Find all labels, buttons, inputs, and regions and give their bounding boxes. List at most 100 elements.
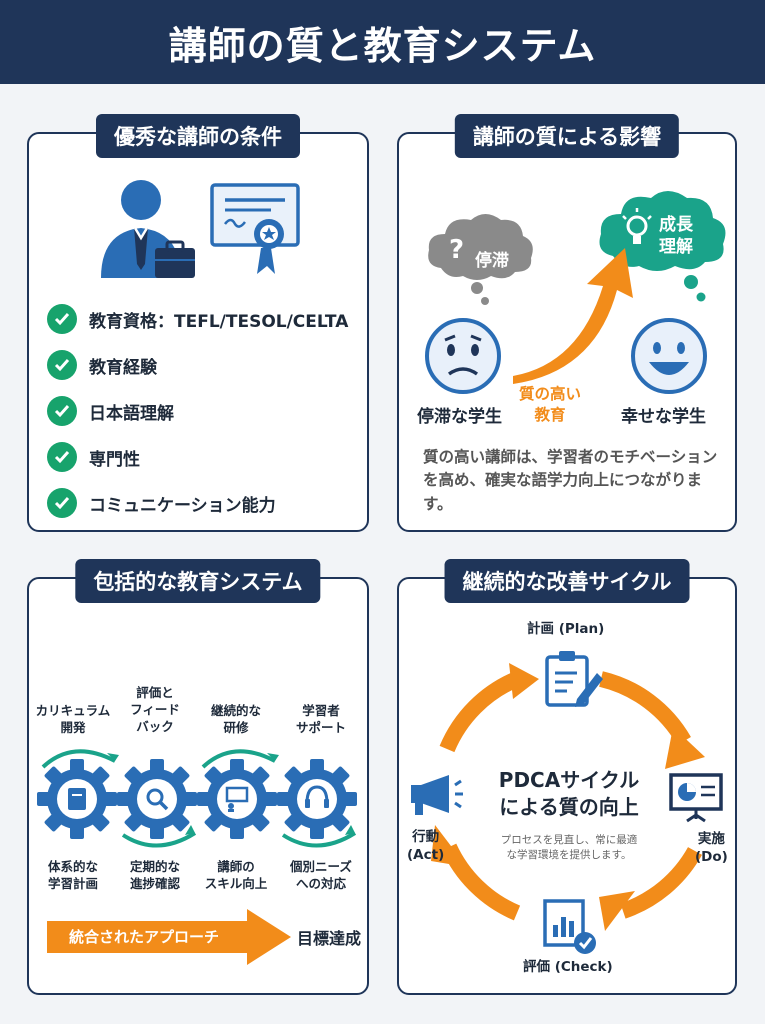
gear-bottom-line: 体系的な: [47, 859, 98, 874]
gear-bottom-label-skill: 講師の スキル向上: [194, 859, 278, 893]
cycle-label-do-line2: (Do): [695, 848, 728, 865]
gear-top-label-curriculum: カリキュラム 開発: [31, 703, 115, 737]
gear-top-label-support: 学習者 サポート: [279, 703, 363, 737]
gear-bottom-line: 個別ニーズ: [290, 859, 352, 874]
gear-bottom-line: 進捗確認: [129, 875, 180, 891]
gear-top-line: カリキュラム: [35, 703, 111, 718]
megaphone-icon: [411, 775, 463, 815]
impact-description: 質の高い講師は、学習者のモチベーションを高め、確実な語学力向上につながります。: [423, 448, 718, 513]
gear-top-line: 開発: [60, 719, 86, 735]
pdca-center-title: PDCAサイクル による質の向上: [469, 767, 669, 821]
cycle-label-act-line1: 行動: [412, 829, 440, 845]
gear-bottom-line: 講師の: [217, 859, 255, 874]
gear-bottom-line: 学習計画: [47, 875, 98, 891]
cycle-label-plan: 計画 (Plan): [527, 621, 605, 637]
list-item: 専門性: [47, 434, 348, 480]
pdca-center-subtitle-line2: な学習環境を提供します。: [506, 849, 632, 862]
certificate-icon: [210, 183, 300, 274]
gears-diagram: [37, 749, 357, 848]
panel-education-system: 包括的な教育システム カリキュラム 開発 評価と フィード バック 継続的な 研…: [27, 559, 369, 995]
report-check-icon: [543, 899, 596, 954]
pdca-center-title-line2: による質の向上: [499, 795, 639, 819]
page-title: 講師の質と教育システム: [168, 23, 597, 68]
gear-bottom-line: スキル向上: [204, 875, 268, 891]
pdca-center-subtitle-line1: プロセスを見直し、常に最適: [500, 834, 638, 846]
teal-thought-cloud-icon: [599, 191, 726, 302]
cycle-label-check: 評価 (Check): [523, 959, 613, 975]
gear-training: [197, 759, 277, 839]
list-item: 教育経験: [47, 342, 348, 388]
cycle-arrow-plan-do: [598, 671, 691, 746]
panel-improvement-cycle: 継続的な改善サイクル: [397, 559, 737, 995]
svg-text:?: ?: [449, 235, 464, 265]
check-icon: [47, 304, 77, 334]
check-icon: [47, 488, 77, 518]
headset-icon: [305, 785, 329, 804]
panel-teacher-conditions: 優秀な講師の条件 教育資格：TEFL/TESOL/CELTA 教育経験 日本語理…: [27, 114, 369, 532]
gear-top-line: 評価と: [136, 685, 174, 700]
panel-title-impact: 講師の質による影響: [454, 114, 680, 158]
bubble-label-growth-line1: 成長: [659, 215, 693, 235]
condition-label: 専門性: [89, 449, 140, 470]
gear-bottom-line: 定期的な: [129, 859, 180, 874]
panel-title-system: 包括的な教育システム: [75, 559, 321, 603]
gray-thought-cloud-icon: ?: [428, 214, 533, 305]
growth-arrow-icon: [513, 248, 633, 384]
condition-label: 教育資格：TEFL/TESOL/CELTA: [89, 311, 349, 332]
gear-top-line: サポート: [295, 719, 346, 735]
gear-bottom-label-progress: 定期的な 進捗確認: [113, 859, 197, 893]
condition-label: 日本語理解: [89, 403, 174, 424]
gear-top-line: 学習者: [302, 703, 340, 718]
bubble-label-growth-line2: 理解: [659, 237, 693, 258]
bubble-label-stagnation: 停滞: [475, 251, 509, 271]
pdca-center-title-line1: PDCAサイクル: [498, 768, 640, 792]
student-label-stagnant: 停滞な学生: [417, 407, 502, 427]
happy-face-icon: [631, 318, 707, 394]
gear-curriculum: [37, 759, 117, 839]
gear-bottom-label-plan: 体系的な 学習計画: [31, 859, 115, 893]
bubble-label-growth: 成長 理解: [659, 214, 693, 258]
header-banner: 講師の質と教育システム: [0, 0, 765, 84]
list-item: 教育資格：TEFL/TESOL/CELTA: [47, 296, 348, 342]
gear-top-line: バック: [136, 718, 174, 734]
businessman-icon: [101, 180, 195, 278]
check-icon: [47, 350, 77, 380]
cycle-label-do-line1: 実施: [697, 831, 725, 847]
condition-label: 教育経験: [89, 357, 157, 378]
gear-top-label-training: 継続的な 研修: [194, 703, 278, 737]
cycle-label-act: 行動 (Act): [407, 829, 444, 864]
presentation-icon: [225, 786, 249, 803]
list-item: コミュニケーション能力: [47, 480, 348, 526]
cycle-arrow-act-plan: [439, 671, 521, 753]
goal-label: 目標達成: [297, 929, 362, 948]
pdca-center-subtitle: プロセスを見直し、常に最適 な学習環境を提供します。: [479, 833, 659, 863]
condition-label: コミュニケーション能力: [89, 495, 276, 516]
arrow-label-line2: 教育: [534, 405, 566, 424]
arrow-label-line1: 質の高い: [519, 385, 582, 403]
cycle-label-do: 実施 (Do): [695, 831, 728, 866]
gear-top-line: 研修: [223, 719, 249, 735]
gear-top-label-evaluation: 評価と フィード バック: [113, 685, 197, 736]
gear-top-line: フィード: [130, 701, 180, 717]
gear-bottom-line: への対応: [295, 875, 346, 891]
conditions-list: 教育資格：TEFL/TESOL/CELTA 教育経験 日本語理解 専門性 コミュ…: [47, 296, 348, 526]
cycle-arrow-do-check: [620, 846, 702, 919]
sad-face-icon: [425, 318, 501, 394]
presentation-board-icon: [669, 773, 723, 823]
arrow-label-quality: 質の高い 教育: [519, 384, 581, 426]
integrated-approach-arrow: [47, 909, 291, 965]
book-icon: [68, 788, 86, 810]
gear-bottom-label-needs: 個別ニーズ への対応: [279, 859, 363, 893]
check-icon: [47, 396, 77, 426]
list-item: 日本語理解: [47, 388, 348, 434]
check-icon: [47, 442, 77, 472]
clipboard-icon: [545, 651, 603, 707]
cycle-label-act-line2: (Act): [407, 846, 445, 863]
gear-evaluation: [117, 759, 197, 839]
magnifier-icon: [146, 788, 164, 806]
student-label-happy: 幸せな学生: [621, 407, 706, 427]
panel-teacher-impact: 講師の質による影響 ? 停滞 成長 理解 停滞な学生: [397, 114, 737, 532]
panel-title-cycle: 継続的な改善サイクル: [444, 559, 690, 603]
pdca-cycle-diagram: [411, 651, 723, 954]
panel-title-conditions: 優秀な講師の条件: [96, 114, 300, 158]
